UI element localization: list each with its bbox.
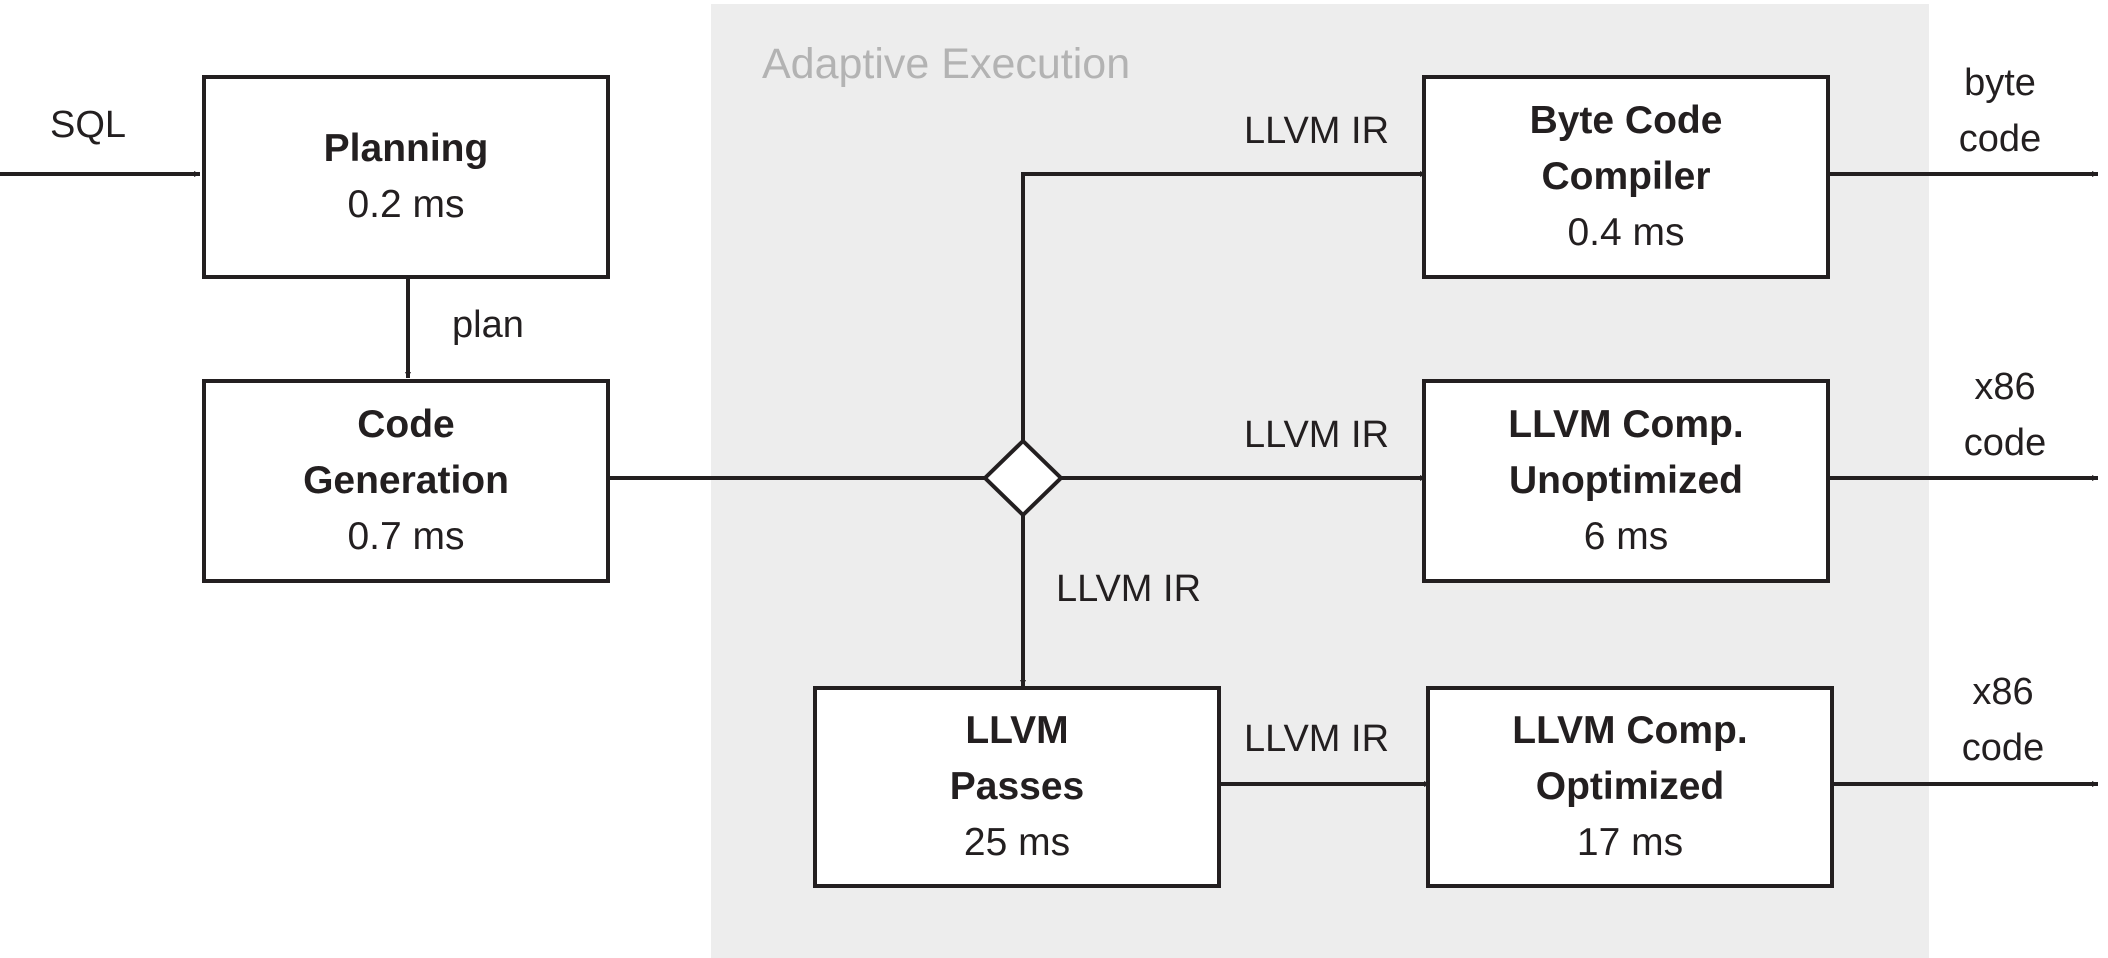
decision-diamond <box>982 438 1064 518</box>
x86-unoptimized-output-line1: x86 <box>1974 366 2036 408</box>
byte-code-compiler-time: 0.4 ms <box>1567 211 1685 254</box>
decision-to-bytecode-arrow <box>1021 171 1426 441</box>
code-generation-name: Code Generation <box>303 403 509 502</box>
llvm-unoptimized-name: LLVM Comp. Unoptimized <box>1508 403 1744 502</box>
llvm-ir-unoptimized-label: LLVM IR <box>1244 414 1390 456</box>
llvm-passes-time: 25 ms <box>963 821 1071 864</box>
code-generation-node: Code Generation 0.7 ms <box>202 379 610 583</box>
byte-code-compiler-node: Byte Code Compiler 0.4 ms <box>1422 75 1830 279</box>
byte-code-output-line1: byte <box>1964 62 2036 104</box>
planning-node: Planning 0.2 ms <box>202 75 610 279</box>
llvm-ir-passes-label: LLVM IR <box>1056 568 1202 610</box>
x86-optimized-output-line2: code <box>1961 727 2045 769</box>
llvm-passes-node: LLVM Passes 25 ms <box>813 686 1221 888</box>
byte-code-compiler-name: Byte Code Compiler <box>1529 99 1723 198</box>
adaptive-execution-title: Adaptive Execution <box>762 40 1131 88</box>
llvm-optimized-node: LLVM Comp. Optimized 17 ms <box>1426 686 1834 888</box>
llvm-unoptimized-node: LLVM Comp. Unoptimized 6 ms <box>1422 379 1830 583</box>
code-generation-time: 0.7 ms <box>347 515 465 558</box>
planning-name: Planning <box>323 127 489 170</box>
llvm-unoptimized-time: 6 ms <box>1583 515 1669 558</box>
byte-code-output-line2: code <box>1958 118 2042 160</box>
x86-unoptimized-output-label: x86 code <box>1945 359 2065 471</box>
byte-code-output-label: byte code <box>1940 55 2060 167</box>
llvm-optimized-time: 17 ms <box>1576 821 1684 864</box>
llvm-optimized-name: LLVM Comp. Optimized <box>1512 709 1748 808</box>
llvm-passes-name: LLVM Passes <box>949 709 1085 808</box>
plan-label: plan <box>452 304 524 346</box>
x86-optimized-output-line1: x86 <box>1972 671 2034 713</box>
x86-optimized-output-label: x86 code <box>1943 664 2063 776</box>
x86-unoptimized-output-line2: code <box>1963 422 2047 464</box>
sql-label: SQL <box>50 104 127 146</box>
llvm-ir-optimized-label: LLVM IR <box>1244 718 1390 760</box>
planning-time: 0.2 ms <box>347 183 465 226</box>
llvm-ir-bytecode-label: LLVM IR <box>1244 110 1390 152</box>
